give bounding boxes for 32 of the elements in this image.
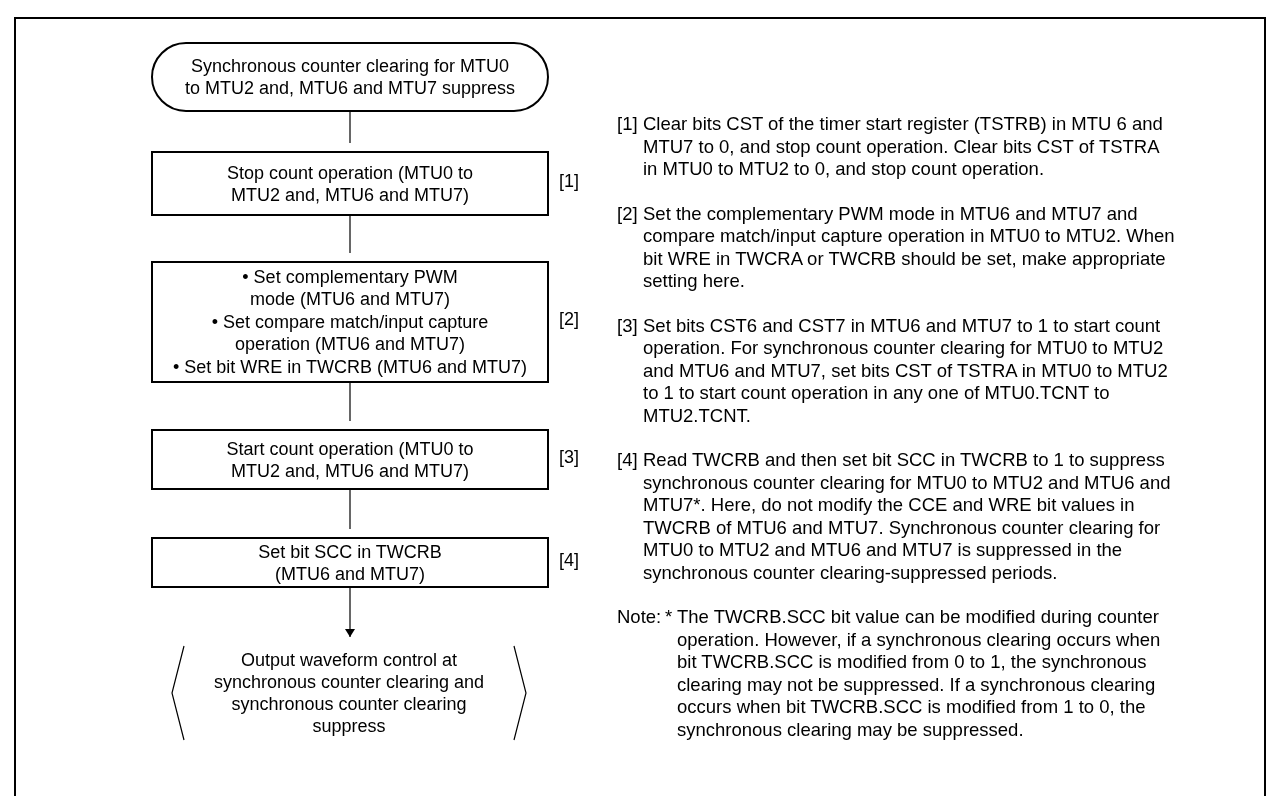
note-text: Read TWCRB and then set bit SCC in TWCRB to 1 to suppress synchronous counter clearing for MTU0 to MTU2 and MTU6 and MTU7*. Here, do not modify the CCE and WRE bit values in TWCRB of MTU6 and MTU7. Synchronous counter clearing for MTU0 to MTU2 and MTU6 and MTU7 is suppressed in the synchronous counter clearing-suppressed periods. — [643, 449, 1172, 584]
step-text: Start count operation (MTU0 to MTU2 and, MTU6 and MTU7) — [225, 437, 475, 482]
note-number: [1] — [617, 113, 639, 136]
step-text: Output waveform control at synchronous counter clearing and synchronous counter clearing suppress — [212, 649, 486, 737]
step-number: [1] — [559, 169, 579, 192]
step-text: Stop count operation (MTU0 to MTU2 and, MTU6 and MTU7) — [225, 161, 475, 206]
process-box — [151, 151, 549, 216]
process-box — [151, 537, 549, 588]
note-text: The TWCRB.SCC bit value can be modified during counter operation. However, if a synchronous clearing occurs when bit TWCRB.SCC is modified from 0 to 1, the synchronous clearing may not be suppressed. If a synchronous clearing occurs when bit TWCRB.SCC is modified from 1 to 0, the synchronous clearing may be suppressed. — [677, 606, 1162, 741]
step-number: [3] — [559, 445, 579, 468]
connector-line — [349, 382, 351, 422]
note-number: [3] — [617, 314, 639, 338]
bullet-item: • Set compare match/input capture operation (MTU6 and MTU7) — [210, 310, 490, 355]
connector-line — [349, 215, 351, 254]
connector-line — [349, 111, 351, 144]
step-number: [2] — [559, 308, 579, 330]
step-text: Set bit SCC in TWCRB (MTU6 and MTU7) — [257, 540, 443, 585]
footnote-mark: * — [665, 606, 674, 629]
note-text: Clear bits CST of the timer start register (TSTRB) in MTU 6 and MTU7 to 0, and stop count operation. Clear bits CST of TSTRA in MTU0 to MTU2 to 0, and stop count operation. — [643, 113, 1164, 181]
bullet-item: • Set complementary PWM mode (MTU6 and MTU7) — [241, 265, 459, 310]
connector-line — [345, 587, 355, 638]
note-text: Set bits CST6 and CST7 in MTU6 and MTU7 to 1 to start count operation. For synchronous counter clearing for MTU0 to MTU2 and MTU6 and MTU7, set bits CST of TSTRA in MTU0 to MTU2 to 1 to start count operation in any one of MTU0.TCNT to MTU2.TCNT. — [643, 314, 1169, 427]
step-text: Synchronous counter clearing for MTU0 to MTU2 and, MTU6 and MTU7 suppress — [183, 55, 517, 99]
note-heading: Note: — [617, 606, 663, 629]
note-text: Set the complementary PWM mode in MTU6 and MTU7 and compare match/input capture operation in MTU0 to MTU2. When bit WRE in TWCRA or TWCRB should be set, make appropriate setting here. — [643, 202, 1176, 293]
step-number: [4] — [559, 548, 579, 571]
process-box — [151, 261, 549, 383]
note-number: [4] — [617, 449, 639, 472]
connector-line — [349, 489, 351, 530]
bullet-item: • Set bit WRE in TWCRB (MTU6 and MTU7) — [172, 355, 528, 378]
note-number: [2] — [617, 202, 639, 226]
process-box — [151, 429, 549, 490]
